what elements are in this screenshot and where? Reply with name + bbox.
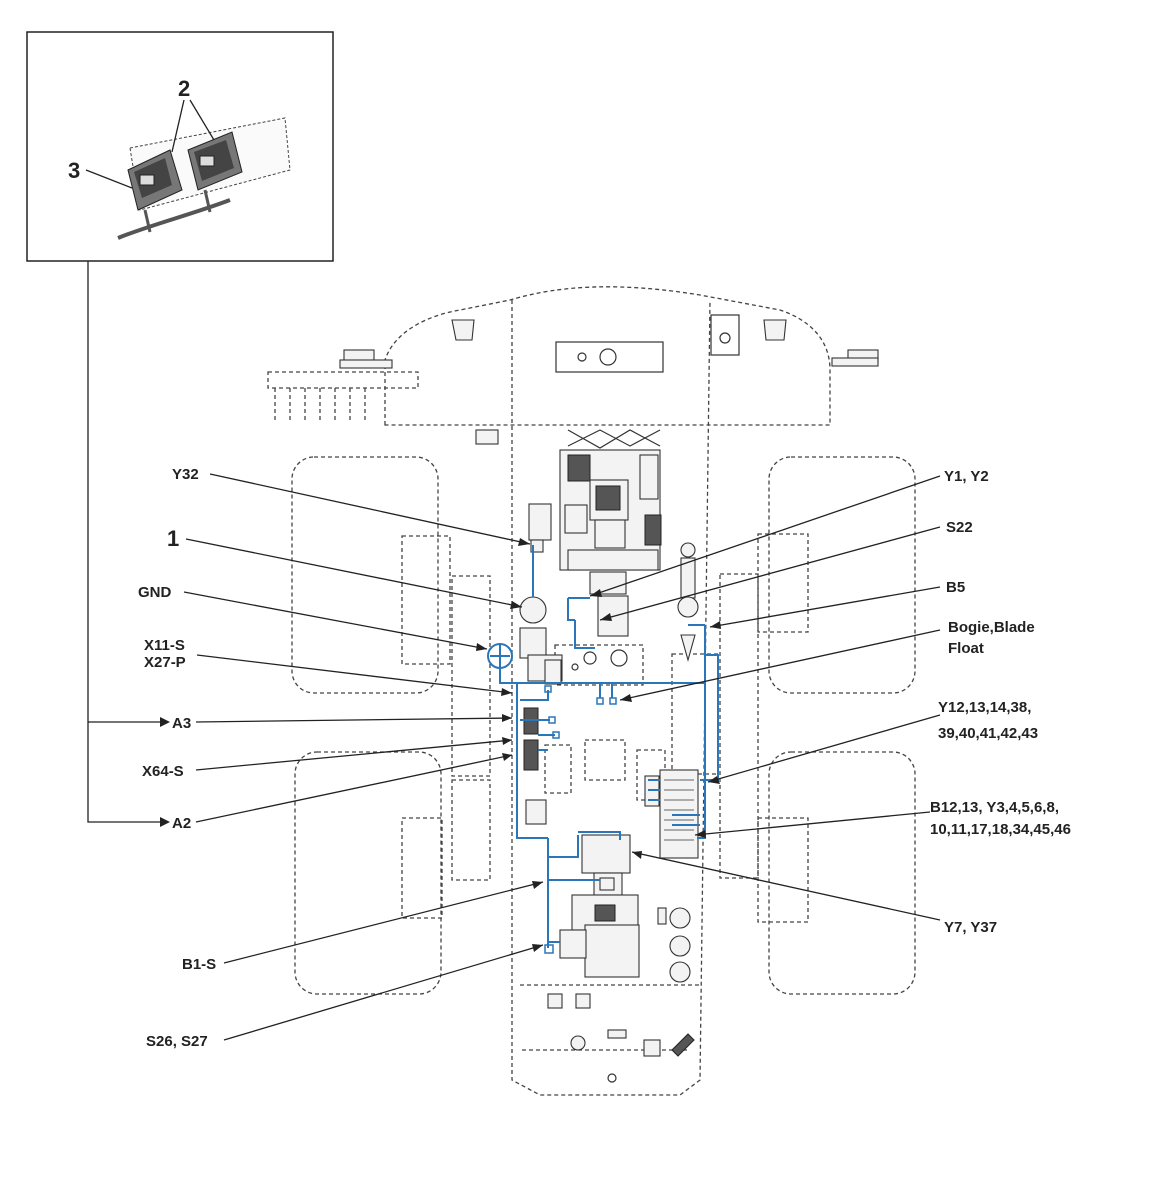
label-bogie-line1: Bogie,Blade xyxy=(948,619,1035,636)
label-b5: B5 xyxy=(946,579,965,596)
inset-callout-2: 2 xyxy=(178,76,190,101)
label-b12-line2: 10,11,17,18,34,45,46 xyxy=(930,821,1071,838)
label-a2: A2 xyxy=(172,815,191,832)
components xyxy=(339,314,879,1083)
connector-left xyxy=(127,149,183,211)
label-a3: A3 xyxy=(172,715,191,732)
label-y12-line2: 39,40,41,42,43 xyxy=(938,725,1038,742)
label-b12-line1: B12,13, Y3,4,5,6,8, xyxy=(930,799,1059,816)
label-x11s: X11-S xyxy=(144,637,185,654)
label-y32: Y32 xyxy=(172,466,199,483)
label-x27p: X27-P xyxy=(144,654,186,671)
label-y7-y37: Y7, Y37 xyxy=(944,919,997,936)
label-x64s: X64-S xyxy=(142,763,184,780)
label-y12-line1: Y12,13,14,38, xyxy=(938,699,1031,716)
label-s22: S22 xyxy=(946,519,973,536)
label-gnd: GND xyxy=(138,584,172,601)
leader-lines xyxy=(183,473,941,1041)
inset-reference-bracket xyxy=(87,261,170,827)
inset-detail: 2 3 xyxy=(26,31,334,262)
inset-callout-3: 3 xyxy=(68,158,80,183)
label-1: 1 xyxy=(167,526,179,551)
wiring-harness xyxy=(499,545,719,954)
label-b1s: B1-S xyxy=(182,956,216,973)
label-y1-y2: Y1, Y2 xyxy=(944,468,989,485)
connector-right xyxy=(187,131,243,191)
label-s26-s27: S26, S27 xyxy=(146,1033,208,1050)
labels: Y32 1 GND X11-S X27-P A3 X64-S A2 B1-S S… xyxy=(138,466,1071,1050)
valve-stack xyxy=(559,429,662,637)
label-bogie-line2: Float xyxy=(948,640,984,657)
